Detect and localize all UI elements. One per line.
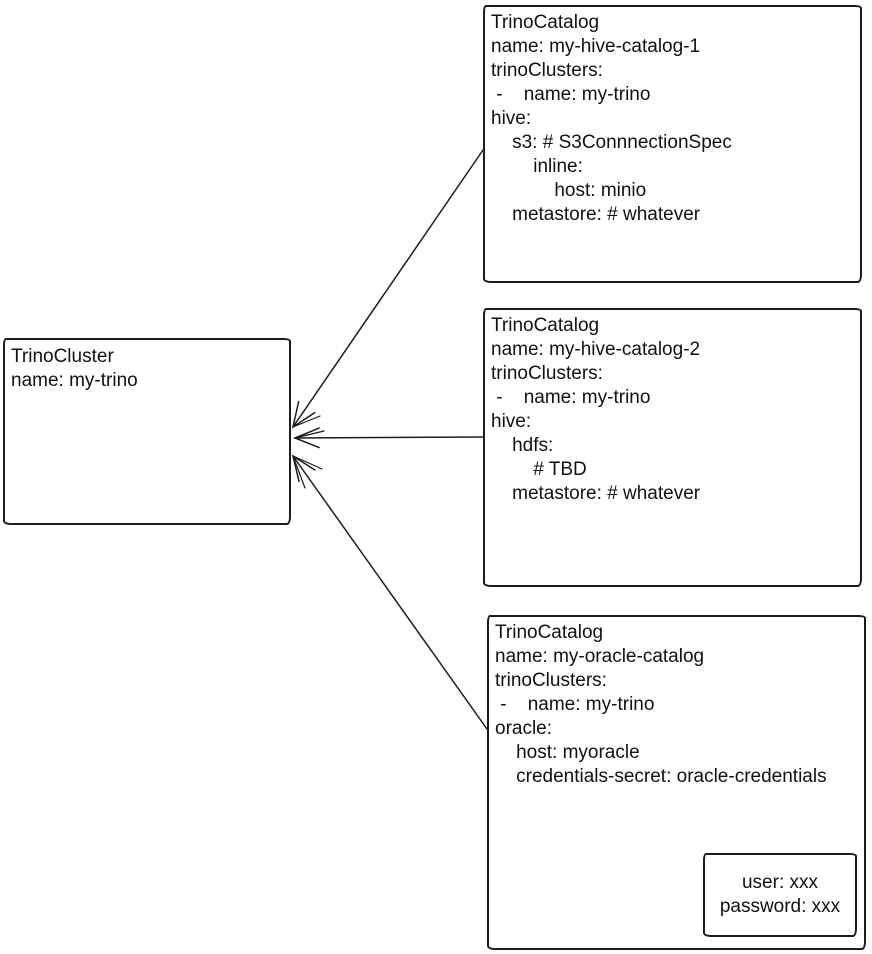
trino-catalog-node-hive-2[interactable]: TrinoCatalog name: my-hive-catalog-2 tri…: [483, 308, 862, 587]
trino-catalog-node-oracle[interactable]: TrinoCatalog name: my-oracle-catalog tri…: [487, 615, 866, 950]
trino-cluster-node[interactable]: TrinoCluster name: my-trino: [3, 338, 291, 525]
trino-catalog-oracle-text: TrinoCatalog name: my-oracle-catalog tri…: [495, 622, 827, 787]
connector-hive1-to-cluster: [292, 149, 484, 428]
trino-catalog-node-hive-1[interactable]: TrinoCatalog name: my-hive-catalog-1 tri…: [483, 5, 862, 283]
arrowhead-oracle-stray2-icon: [292, 455, 323, 470]
trino-catalog-hive-1-text: TrinoCatalog name: my-hive-catalog-1 tri…: [491, 12, 732, 225]
credentials-secret-node[interactable]: user: xxx password: xxx: [703, 853, 857, 937]
trino-catalog-hive-2-text: TrinoCatalog name: my-hive-catalog-2 tri…: [491, 315, 701, 504]
trino-cluster-text: TrinoCluster name: my-trino: [11, 346, 138, 391]
arrowhead-hive2-stray-icon: [294, 430, 325, 439]
credentials-secret-text: user: xxx password: xxx: [719, 872, 841, 917]
connector-oracle-to-cluster: [292, 455, 488, 730]
arrowhead-oracle-stray-icon: [292, 455, 306, 489]
arrowhead-hive1-stray-icon: [292, 415, 321, 428]
connector-hive2-to-cluster: [294, 436, 484, 439]
